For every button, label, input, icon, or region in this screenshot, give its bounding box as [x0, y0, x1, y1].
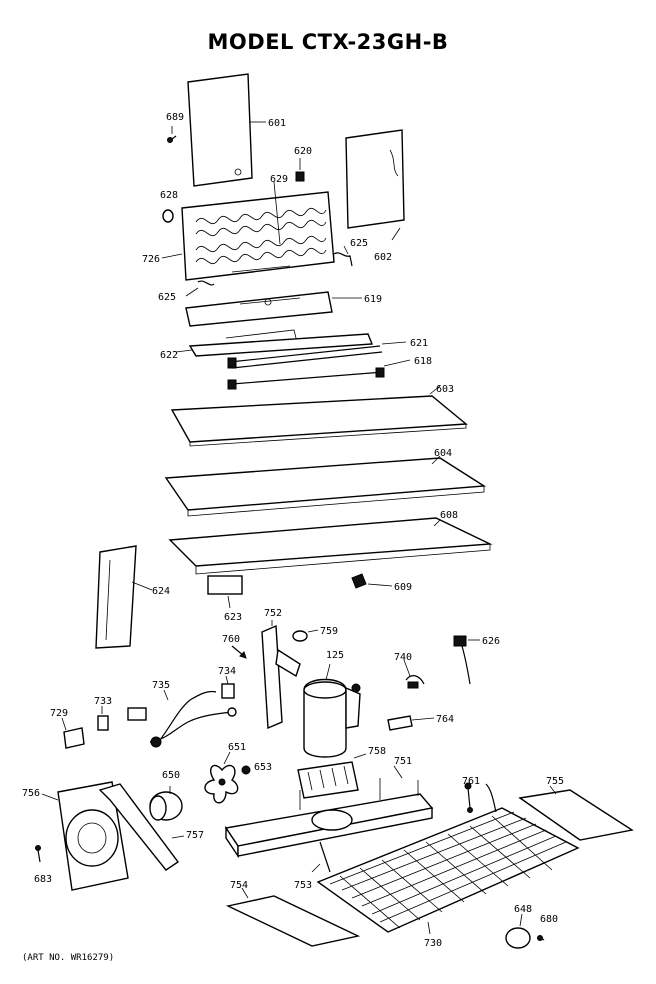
label-626: 626 — [482, 636, 500, 647]
label-629: 629 — [270, 174, 288, 185]
label-624: 624 — [152, 586, 170, 597]
part-761-bolt — [464, 782, 473, 813]
part-740-clip — [403, 659, 425, 689]
part-764-overload — [387, 715, 435, 731]
part-624-duct — [95, 545, 153, 649]
part-621-rod — [227, 341, 407, 369]
label-601: 601 — [268, 118, 286, 129]
part-651-fan-blade — [204, 751, 239, 804]
label-625-right: 625 — [350, 238, 368, 249]
part-618-bracket — [227, 359, 411, 390]
label-754: 754 — [230, 880, 248, 891]
part-680-screw — [537, 935, 545, 941]
art-number: (ART NO. WR16279) — [22, 953, 115, 963]
label-648: 648 — [514, 904, 532, 915]
part-628-grommet — [162, 209, 174, 223]
part-626-relay — [453, 635, 480, 685]
part-753-tube — [311, 841, 331, 873]
part-729-capacitor — [61, 717, 85, 749]
part-620-clip — [295, 158, 305, 182]
part-labels: 601 689 620 629 628 726 625 602 625 619 … — [22, 112, 564, 949]
label-623: 623 — [224, 612, 242, 623]
label-609: 609 — [394, 582, 412, 593]
label-602: 602 — [374, 252, 392, 263]
label-628: 628 — [160, 190, 178, 201]
label-621: 621 — [410, 338, 428, 349]
label-651: 651 — [228, 742, 246, 753]
diagram-title: MODEL CTX-23GH-B — [207, 30, 449, 54]
part-752-bracket — [261, 620, 301, 730]
label-625-left: 625 — [158, 292, 176, 303]
part-603-shelf — [170, 385, 468, 447]
part-755-cover — [518, 785, 634, 841]
label-620: 620 — [294, 146, 312, 157]
part-756-fan-shroud — [41, 781, 129, 891]
label-755: 755 — [546, 776, 564, 787]
part-609-clip — [351, 573, 393, 589]
part-760-pointer — [231, 645, 247, 659]
part-758-mount — [297, 753, 367, 799]
label-680: 680 — [540, 914, 558, 925]
label-733: 733 — [94, 696, 112, 707]
label-729: 729 — [50, 708, 68, 719]
part-602-cover — [345, 129, 405, 241]
label-730: 730 — [424, 938, 442, 949]
part-751-base-pan — [224, 765, 434, 859]
part-650-fan-motor — [149, 786, 183, 821]
part-648-knob — [505, 913, 531, 949]
part-625-clip-right — [333, 245, 353, 267]
part-623-block — [207, 575, 243, 609]
label-726: 726 — [142, 254, 160, 265]
label-735: 735 — [152, 680, 170, 691]
part-604-shelf — [164, 455, 487, 517]
label-756: 756 — [22, 788, 40, 799]
part-608-shelf — [168, 517, 493, 575]
part-733-terminal — [97, 706, 109, 731]
part-730-condenser — [316, 783, 580, 935]
part-689-screw — [167, 126, 177, 143]
label-689: 689 — [166, 112, 184, 123]
label-650: 650 — [162, 770, 180, 781]
label-759: 759 — [320, 626, 338, 637]
label-740: 740 — [394, 652, 412, 663]
label-619: 619 — [364, 294, 382, 305]
label-604: 604 — [434, 448, 452, 459]
part-653-nut — [241, 765, 251, 775]
label-752: 752 — [264, 608, 282, 619]
label-734: 734 — [218, 666, 236, 677]
label-622: 622 — [160, 350, 178, 361]
label-764: 764 — [436, 714, 454, 725]
label-653: 653 — [254, 762, 272, 773]
label-757: 757 — [186, 830, 204, 841]
part-622-channel — [175, 329, 374, 357]
label-758: 758 — [368, 746, 386, 757]
part-125-compressor — [303, 663, 361, 758]
part-601-cover — [187, 73, 266, 187]
label-760: 760 — [222, 634, 240, 645]
label-603: 603 — [436, 384, 454, 395]
label-608: 608 — [440, 510, 458, 521]
part-683-screw — [35, 845, 41, 863]
label-618: 618 — [414, 356, 432, 367]
label-125: 125 — [326, 650, 344, 661]
label-761: 761 — [462, 776, 480, 787]
part-735-harness — [127, 689, 237, 748]
part-759-grommet — [292, 629, 319, 642]
part-757-baffle — [98, 783, 185, 871]
label-753: 753 — [294, 880, 312, 891]
label-683: 683 — [34, 874, 52, 885]
part-734-connector — [221, 675, 235, 699]
part-619-baffle — [185, 291, 362, 327]
part-625-clip-left — [185, 280, 215, 297]
part-726-heater-panel — [161, 181, 335, 281]
part-754-cover — [225, 887, 361, 947]
label-751: 751 — [394, 756, 412, 767]
